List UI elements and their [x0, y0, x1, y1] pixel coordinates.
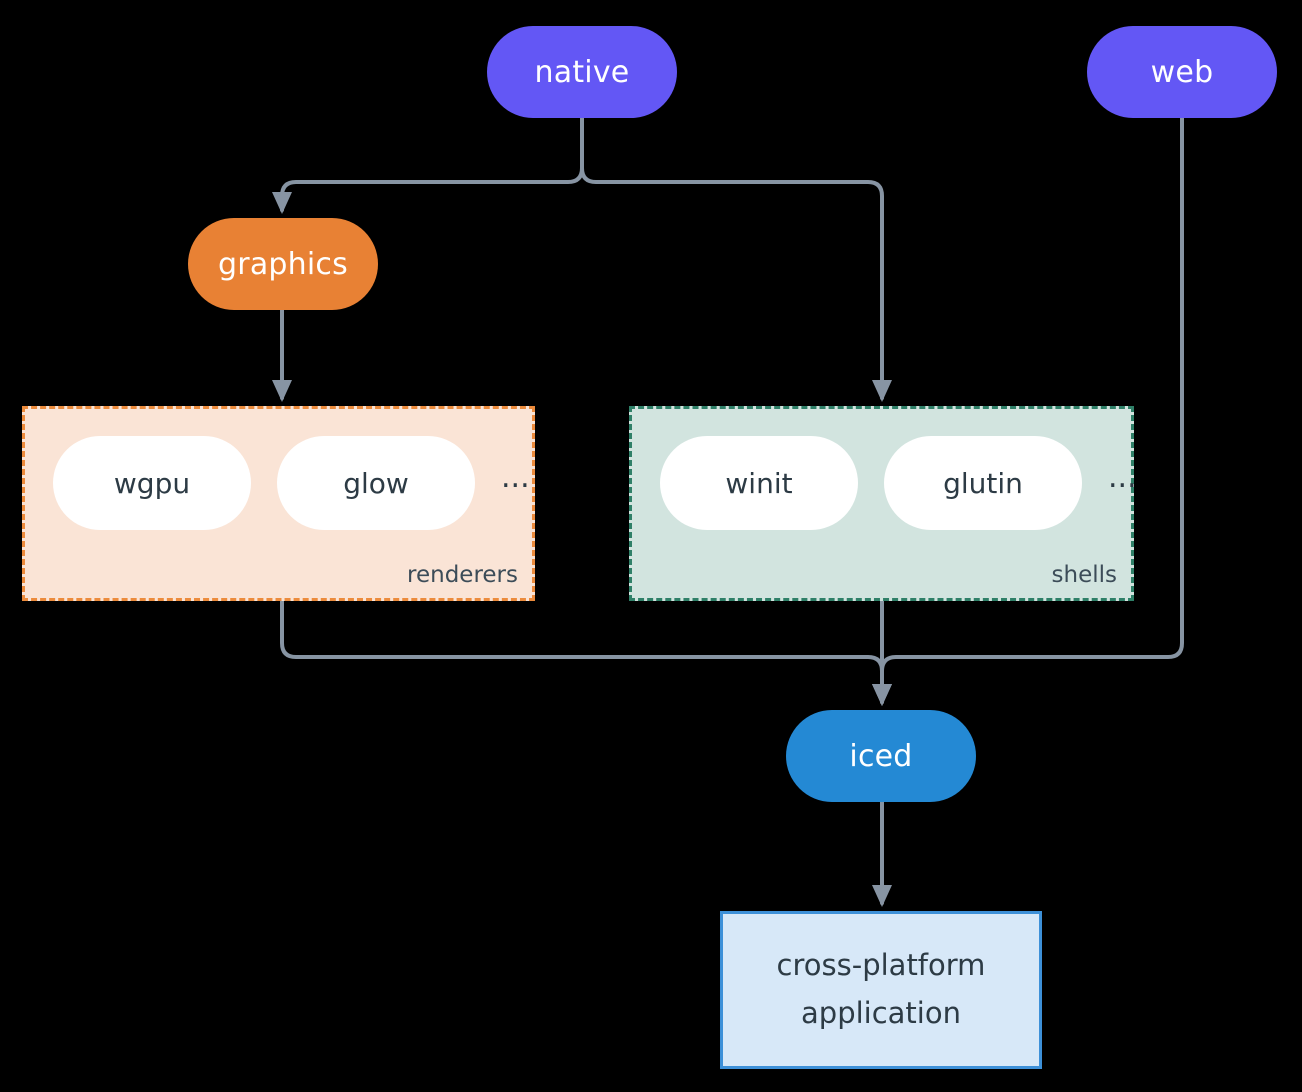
item-glow[interactable]: glow	[277, 436, 475, 530]
shells-ellipsis: ...	[1108, 460, 1137, 495]
node-native[interactable]: native	[487, 26, 677, 118]
group-renderers: wgpu glow ... renderers	[22, 406, 535, 601]
node-application-line1: cross-platform	[776, 948, 986, 983]
edge-native-to-graphics	[272, 166, 584, 214]
renderers-ellipsis: ...	[501, 460, 530, 495]
group-renderers-items: wgpu glow ...	[53, 436, 530, 530]
item-glutin[interactable]: glutin	[884, 436, 1082, 530]
item-glow-label: glow	[343, 466, 409, 500]
item-winit[interactable]: winit	[660, 436, 858, 530]
node-iced-label: iced	[849, 738, 913, 774]
group-shells-label: shells	[1051, 562, 1117, 588]
node-application[interactable]: cross-platform application	[720, 911, 1042, 1069]
item-glutin-label: glutin	[943, 466, 1023, 500]
group-renderers-label: renderers	[407, 562, 518, 588]
group-shells: winit glutin ... shells	[629, 406, 1137, 601]
node-web-label: web	[1150, 54, 1214, 90]
node-web[interactable]: web	[1087, 26, 1277, 118]
group-shells-items: winit glutin ...	[660, 436, 1137, 530]
node-native-label: native	[534, 54, 630, 90]
node-graphics[interactable]: graphics	[188, 218, 378, 310]
edge-renderers-to-iced	[280, 599, 892, 706]
edge-native-to-shells	[580, 166, 892, 402]
edge-web-to-iced	[872, 116, 1184, 706]
node-iced[interactable]: iced	[786, 710, 976, 802]
item-wgpu[interactable]: wgpu	[53, 436, 251, 530]
node-application-line2: application	[801, 996, 961, 1030]
item-wgpu-label: wgpu	[113, 466, 191, 500]
item-winit-label: winit	[725, 466, 793, 500]
node-graphics-label: graphics	[218, 246, 348, 282]
